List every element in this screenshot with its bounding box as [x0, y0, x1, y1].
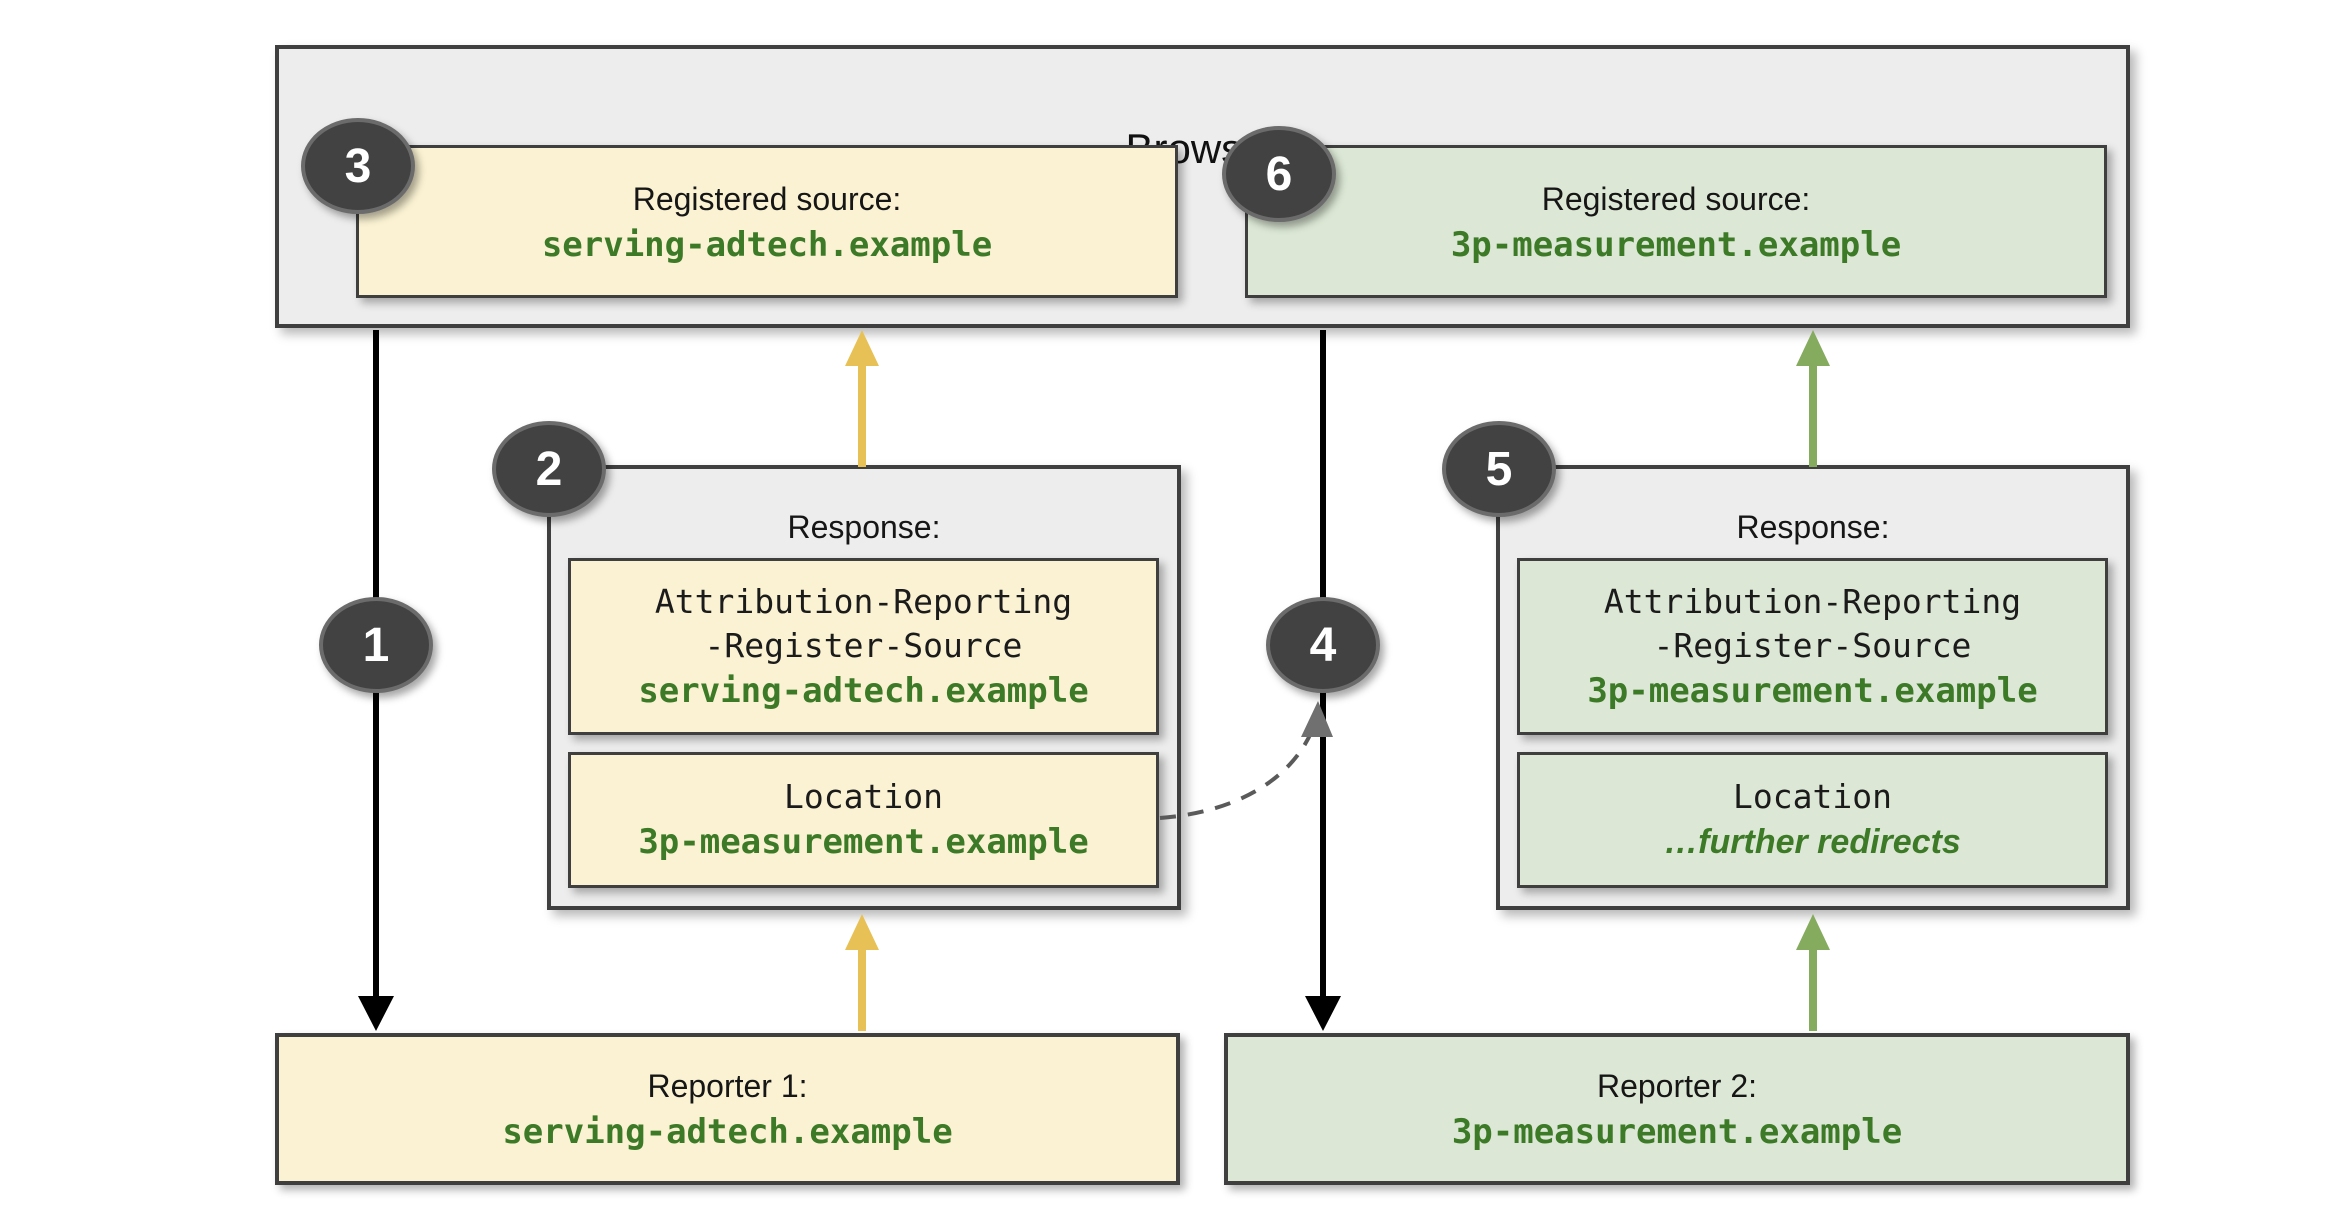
registered-source-2-box: Registered source: 3p-measurement.exampl…: [1245, 145, 2107, 298]
response-1-header-box: Attribution-Reporting -Register-Source s…: [568, 558, 1159, 735]
registered-source-2-domain: 3p-measurement.example: [1450, 224, 1902, 265]
response-2-location-label: Location: [1733, 777, 1892, 816]
response-1-location-label: Location: [784, 777, 943, 816]
reporter-1-label: Reporter 1:: [647, 1068, 808, 1104]
response-1-title: Response:: [787, 509, 941, 545]
reporter-2-domain: 3p-measurement.example: [1451, 1112, 1903, 1152]
registered-source-1-domain: serving-adtech.example: [541, 224, 993, 265]
step-badge-3: 3: [301, 118, 415, 214]
response-1-location-value: 3p-measurement.example: [638, 822, 1089, 862]
step-badge-2: 2: [492, 421, 606, 517]
response-1-location-box: Location 3p-measurement.example: [568, 752, 1159, 888]
arrow-response2-to-browser: [1796, 330, 1830, 467]
reporter-1-box: Reporter 1: serving-adtech.example: [275, 1033, 1180, 1185]
arrow-reporter2-to-response2: [1796, 914, 1830, 1031]
step-badge-1: 1: [319, 597, 433, 693]
reporter-2-label: Reporter 2:: [1596, 1068, 1758, 1104]
response-1-header-line2: -Register-Source: [704, 625, 1023, 665]
response-2-header-box: Attribution-Reporting -Register-Source 3…: [1517, 558, 2108, 735]
arrow-reporter1-to-response1: [845, 914, 879, 1031]
step-badge-5: 5: [1442, 421, 1556, 517]
arrow-response1-to-browser: [845, 330, 879, 467]
registered-source-2-label: Registered source:: [1541, 180, 1811, 217]
dashed-redirect-arrow: [1159, 701, 1333, 820]
step-badge-6: 6: [1222, 126, 1336, 222]
step-badge-4: 4: [1266, 597, 1380, 693]
response-2-title: Response:: [1736, 509, 1890, 545]
reporter-1-domain: serving-adtech.example: [502, 1112, 953, 1152]
reporter-2-box: Reporter 2: 3p-measurement.example: [1224, 1033, 2130, 1185]
response-2-header-value: 3p-measurement.example: [1587, 670, 2038, 711]
response-2-header-line1: Attribution-Reporting: [1603, 581, 2022, 621]
response-2-location-value: …further redirects: [1664, 823, 1961, 861]
registered-source-1-box: Registered source: serving-adtech.exampl…: [356, 145, 1178, 298]
response-1-header-value: serving-adtech.example: [638, 670, 1089, 711]
response-2-location-box: Location …further redirects: [1517, 752, 2108, 888]
response-1-header-line1: Attribution-Reporting: [654, 581, 1073, 621]
registered-source-1-label: Registered source:: [632, 180, 902, 217]
response-2-header-line2: -Register-Source: [1653, 625, 1972, 665]
